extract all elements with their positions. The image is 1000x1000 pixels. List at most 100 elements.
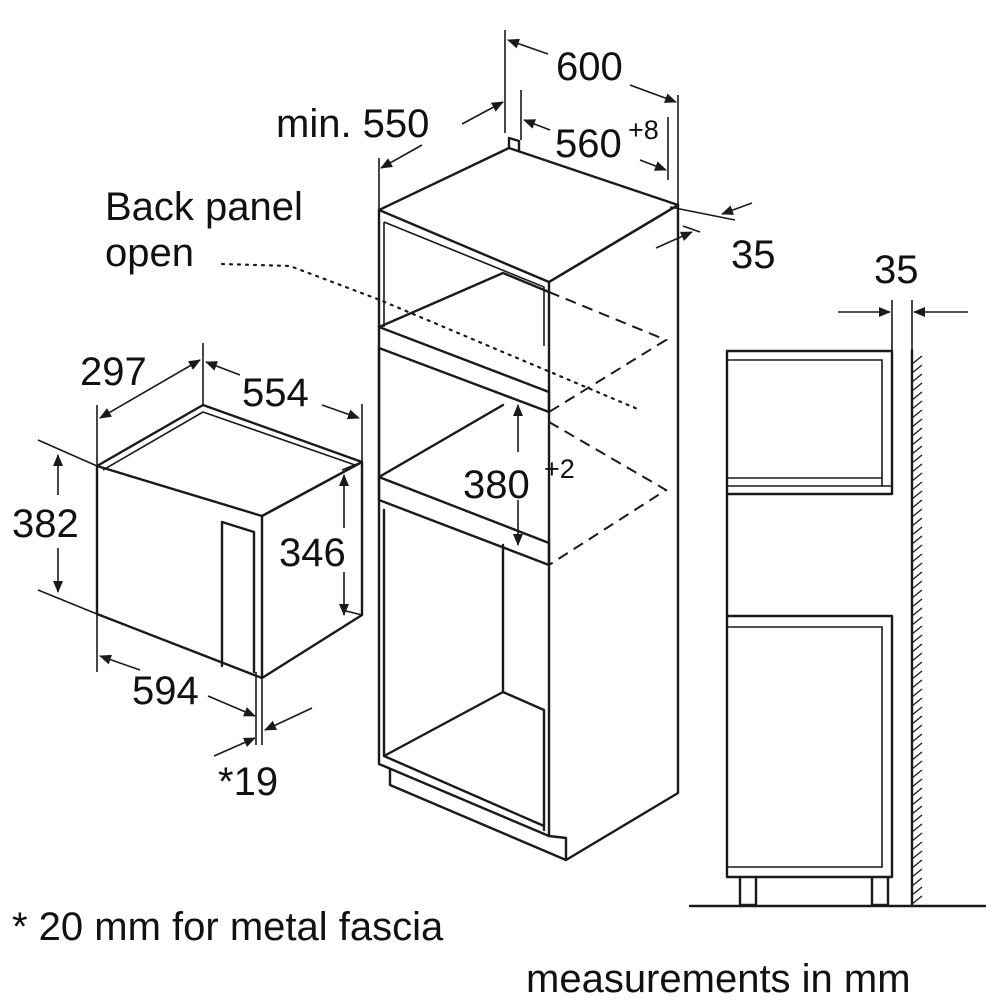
dim-560-arrow-b — [639, 159, 667, 171]
wall-hatch-line — [911, 760, 923, 770]
dim-382-label: 382 — [12, 502, 79, 546]
dim-554-arrow-b — [321, 404, 360, 420]
wall-hatch-line — [911, 607, 923, 617]
wall-hatch-line — [911, 373, 923, 383]
dim-560-arrow-a — [523, 119, 551, 131]
side-cabinet-feet — [738, 875, 890, 907]
dim-min550-label: min. 550 — [276, 102, 429, 146]
wall-hatch-line — [911, 400, 923, 410]
wall-hatch-line — [911, 535, 923, 545]
dim-297-arrow — [99, 359, 201, 419]
microwave-top-edge-inner — [102, 411, 356, 471]
dim-594-label: 594 — [132, 669, 199, 713]
dim-380-label: 380 — [463, 463, 530, 507]
wall-hatch-line — [911, 472, 923, 482]
dim-600-arrow-b — [629, 84, 677, 103]
microwave-door-panel — [220, 520, 256, 674]
dashed-upper-shelf — [548, 291, 669, 413]
dim-35-arrow-a — [721, 202, 753, 215]
microwave-side-face — [260, 460, 364, 680]
wall-hatch-line — [911, 850, 923, 860]
back-panel-pointer — [220, 262, 642, 412]
cabinet-front-face — [377, 208, 551, 838]
wall-hatch-line — [911, 724, 923, 734]
dim-297-label: 297 — [80, 350, 147, 394]
wall-hatching — [911, 355, 923, 905]
side-upper-box — [725, 349, 894, 496]
dim-594-arrow-a — [99, 654, 141, 671]
dim-600-arrow-a — [507, 38, 549, 55]
wall-hatch-line — [911, 706, 923, 716]
wall-hatch-line — [911, 625, 923, 635]
dim-19-arrow-b — [264, 707, 313, 731]
dim-35-cabinet-label: 35 — [731, 233, 776, 277]
microwave-front-face — [95, 464, 264, 680]
wall-hatch-line — [911, 670, 923, 680]
wall-hatch-line — [911, 571, 923, 581]
wall-hatch-line — [911, 364, 923, 374]
dim-560-tolerance: +8 — [628, 115, 659, 145]
wall-hatch-line — [911, 427, 923, 437]
wall-hatch-line — [911, 859, 923, 869]
dim-554-label: 554 — [242, 371, 309, 415]
wall-hatch-line — [911, 553, 923, 563]
wall-hatch-line — [911, 841, 923, 851]
dim-35-side-label: 35 — [874, 248, 919, 292]
wall-hatch-line — [911, 580, 923, 590]
back-panel-label-line2: open — [105, 231, 194, 275]
wall-hatch-line — [911, 391, 923, 401]
dim-19-arrow-a — [213, 737, 256, 757]
wall-hatch-line — [911, 877, 923, 887]
wall-hatch-line — [911, 832, 923, 842]
wall-hatch-line — [911, 616, 923, 626]
wall-hatch-line — [911, 751, 923, 761]
dim-35-arrow-b — [655, 231, 693, 249]
wall-hatch-line — [911, 679, 923, 689]
wall-hatch-line — [911, 697, 923, 707]
wall-hatch-line — [911, 796, 923, 806]
wall-hatch-line — [911, 526, 923, 536]
wall-hatch-line — [911, 823, 923, 833]
dim-550-arrow-a — [461, 101, 504, 125]
wall-hatch-line — [911, 787, 923, 797]
dashed-niche-floor — [548, 421, 668, 566]
wall-hatch-line — [911, 652, 923, 662]
lower-compartment — [382, 508, 546, 832]
wall-hatch-line — [911, 769, 923, 779]
wall-hatch-line — [911, 886, 923, 896]
side-lower-box — [725, 614, 894, 879]
upper-shelf — [377, 271, 551, 414]
upper-opening-inner — [383, 221, 545, 346]
dim-594-arrow-b — [207, 695, 256, 717]
wall-hatch-line — [911, 544, 923, 554]
cabinet-top-face — [377, 146, 680, 284]
wall-hatch-line — [911, 634, 923, 644]
microwave-drawing: 297 554 382 346 594 *19 — [12, 343, 364, 804]
wall-hatch-line — [911, 733, 923, 743]
dim-346-label: 346 — [279, 531, 346, 575]
wall-hatch-line — [911, 499, 923, 509]
cabinet-plinth — [388, 767, 568, 862]
fascia-footnote: * 20 mm for metal fascia — [12, 905, 444, 949]
wall-hatch-line — [911, 490, 923, 500]
wall-hatch-line — [911, 517, 923, 527]
wall-hatch-line — [911, 895, 923, 905]
wall-hatch-line — [911, 742, 923, 752]
wall-hatch-line — [911, 418, 923, 428]
units-footnote: measurements in mm — [526, 957, 911, 1000]
wall-hatch-line — [911, 688, 923, 698]
wall-hatch-line — [911, 589, 923, 599]
wall-hatch-line — [911, 778, 923, 788]
wall-hatch-line — [911, 805, 923, 815]
wall-hatch-line — [911, 661, 923, 671]
side-view-drawing: 35 — [688, 248, 987, 908]
dim-19-label: *19 — [218, 760, 278, 804]
wall-hatch-line — [911, 436, 923, 446]
back-panel-label-line1: Back panel — [105, 185, 303, 229]
wall-hatch-line — [911, 454, 923, 464]
wall-hatch-line — [911, 445, 923, 455]
wall-hatch-line — [911, 868, 923, 878]
cabinet-side-face — [547, 203, 680, 862]
wall-hatch-line — [911, 481, 923, 491]
